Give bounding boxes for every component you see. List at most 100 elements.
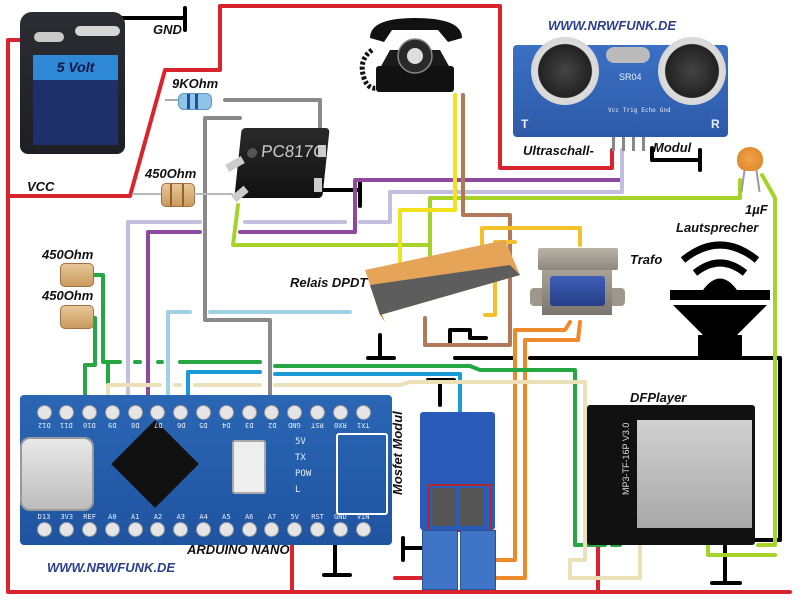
pin-hole	[241, 405, 257, 420]
arduino-pin: TX1	[355, 405, 371, 429]
arduino-pin: D8	[127, 405, 143, 429]
pin-label: D11	[60, 421, 74, 429]
arduino-pin: D6	[173, 405, 189, 429]
pin-label: A1	[130, 513, 140, 521]
pin-gnd: Gnd	[659, 107, 671, 114]
capacitor	[737, 147, 763, 171]
battery-terminal-pos	[34, 32, 64, 42]
arduino-pin: D4	[218, 405, 234, 429]
arduino-pin: D5	[196, 405, 212, 429]
pin-hole	[196, 522, 212, 537]
pin-hole	[264, 522, 280, 537]
relay-label: Relais DPDT	[290, 275, 368, 290]
pin-hole	[218, 405, 234, 420]
battery-terminal-neg	[75, 26, 120, 36]
arduino-pin: GND	[287, 405, 303, 429]
pin-hole	[332, 405, 348, 420]
arduino-pin: 5V	[287, 513, 303, 537]
arduino-pin: D12	[36, 405, 52, 429]
wire-vcc	[6, 4, 792, 594]
pin-label: D7	[153, 421, 163, 429]
resistor-lead	[132, 193, 161, 195]
pin-hole	[218, 522, 234, 537]
battery-voltage-label: 5 Volt	[33, 55, 118, 80]
pin-hole	[196, 405, 212, 420]
resistor-lead	[193, 193, 233, 195]
crystal	[606, 47, 650, 63]
ultrasonic-r-label: R	[711, 117, 720, 131]
arduino-pin: A3	[173, 513, 189, 537]
resistor-9k	[178, 93, 212, 110]
us-pin	[612, 137, 615, 151]
arduino-pin: 3V3	[59, 513, 75, 537]
pin-hole	[59, 522, 75, 537]
transformer-label: Trafo	[630, 252, 663, 267]
pin-label: VIN	[356, 513, 370, 521]
arduino-pin: RST	[310, 513, 326, 537]
pin-label: D13	[37, 513, 51, 521]
arduino-pin: D9	[104, 405, 120, 429]
pin-hole	[332, 522, 348, 537]
arduino-label: ARDUINO NANO	[187, 542, 290, 557]
telephone	[350, 10, 480, 95]
arduino-pin: A5	[218, 513, 234, 537]
led-label-pow: POW	[295, 469, 312, 479]
screw-terminal-left	[422, 530, 458, 590]
relay-dpdt	[355, 240, 525, 322]
pin-label: D2	[267, 421, 277, 429]
pin-label: 5V	[290, 513, 299, 521]
pin-label: GND	[288, 421, 302, 429]
transformer	[530, 248, 625, 328]
opto-pin	[318, 145, 326, 157]
us-pin	[622, 137, 625, 151]
reset-button[interactable]	[232, 440, 266, 494]
pin-hole	[82, 405, 98, 420]
arduino-pin: A1	[127, 513, 143, 537]
pin-label: GND	[334, 513, 347, 521]
pin-trig: Trig	[622, 107, 638, 114]
mosfet-label: Mosfet Modul	[390, 411, 405, 495]
speaker-icon	[665, 235, 775, 360]
pin-hole	[310, 522, 326, 537]
pin-label: D5	[199, 421, 208, 429]
resistor-9k-label: 9KOhm	[172, 76, 219, 91]
pin-hole	[310, 405, 326, 420]
pin-hole	[150, 522, 166, 537]
pin-label: 3V3	[60, 513, 74, 521]
ultrasonic-sensor: SR04 T R Vcc Trig Echo Gnd	[513, 37, 728, 137]
arduino-pin: D7	[150, 405, 166, 429]
pin-hole	[287, 405, 303, 420]
pin-hole	[127, 522, 143, 537]
dfplayer-chip-label: MP3-TF-16P V3.0	[621, 422, 631, 495]
us-pin	[632, 137, 635, 151]
resistor-450-b-label: 450Ohm	[42, 288, 94, 303]
opto-pin	[314, 178, 322, 192]
resistor-450-opto	[161, 183, 195, 207]
pin-hole	[127, 405, 143, 420]
pin-label: D12	[37, 421, 51, 429]
arduino-pin: REF	[82, 513, 98, 537]
led-label-tx: TX	[295, 453, 306, 463]
resistor-450-opto-label: 450Ohm	[145, 166, 197, 181]
pin-hole	[150, 405, 166, 420]
us-pin	[642, 137, 645, 151]
gnd-label: GND	[153, 22, 182, 37]
dfplayer-module: MP3-TF-16P V3.0	[587, 405, 755, 545]
pin-label: TX1	[356, 421, 370, 429]
pin-hole	[355, 405, 371, 420]
vcc-label: VCC	[27, 179, 55, 194]
pin-hole	[36, 522, 52, 537]
arduino-pin: RST	[310, 405, 326, 429]
optocoupler-label: PC817C	[260, 142, 327, 161]
pin-hole	[59, 405, 75, 420]
pin-label: RX0	[334, 421, 347, 429]
mosfet-module	[420, 412, 496, 592]
pin-label: A4	[199, 513, 208, 521]
pin-label: RST	[311, 421, 324, 429]
sd-card-slot	[637, 420, 752, 528]
pin-hole	[173, 522, 189, 537]
ultrasonic-label-right: Modul	[653, 140, 692, 155]
website-watermark-bottom: WWW.NRWFUNK.DE	[47, 560, 176, 575]
arduino-pin: D11	[59, 405, 75, 429]
